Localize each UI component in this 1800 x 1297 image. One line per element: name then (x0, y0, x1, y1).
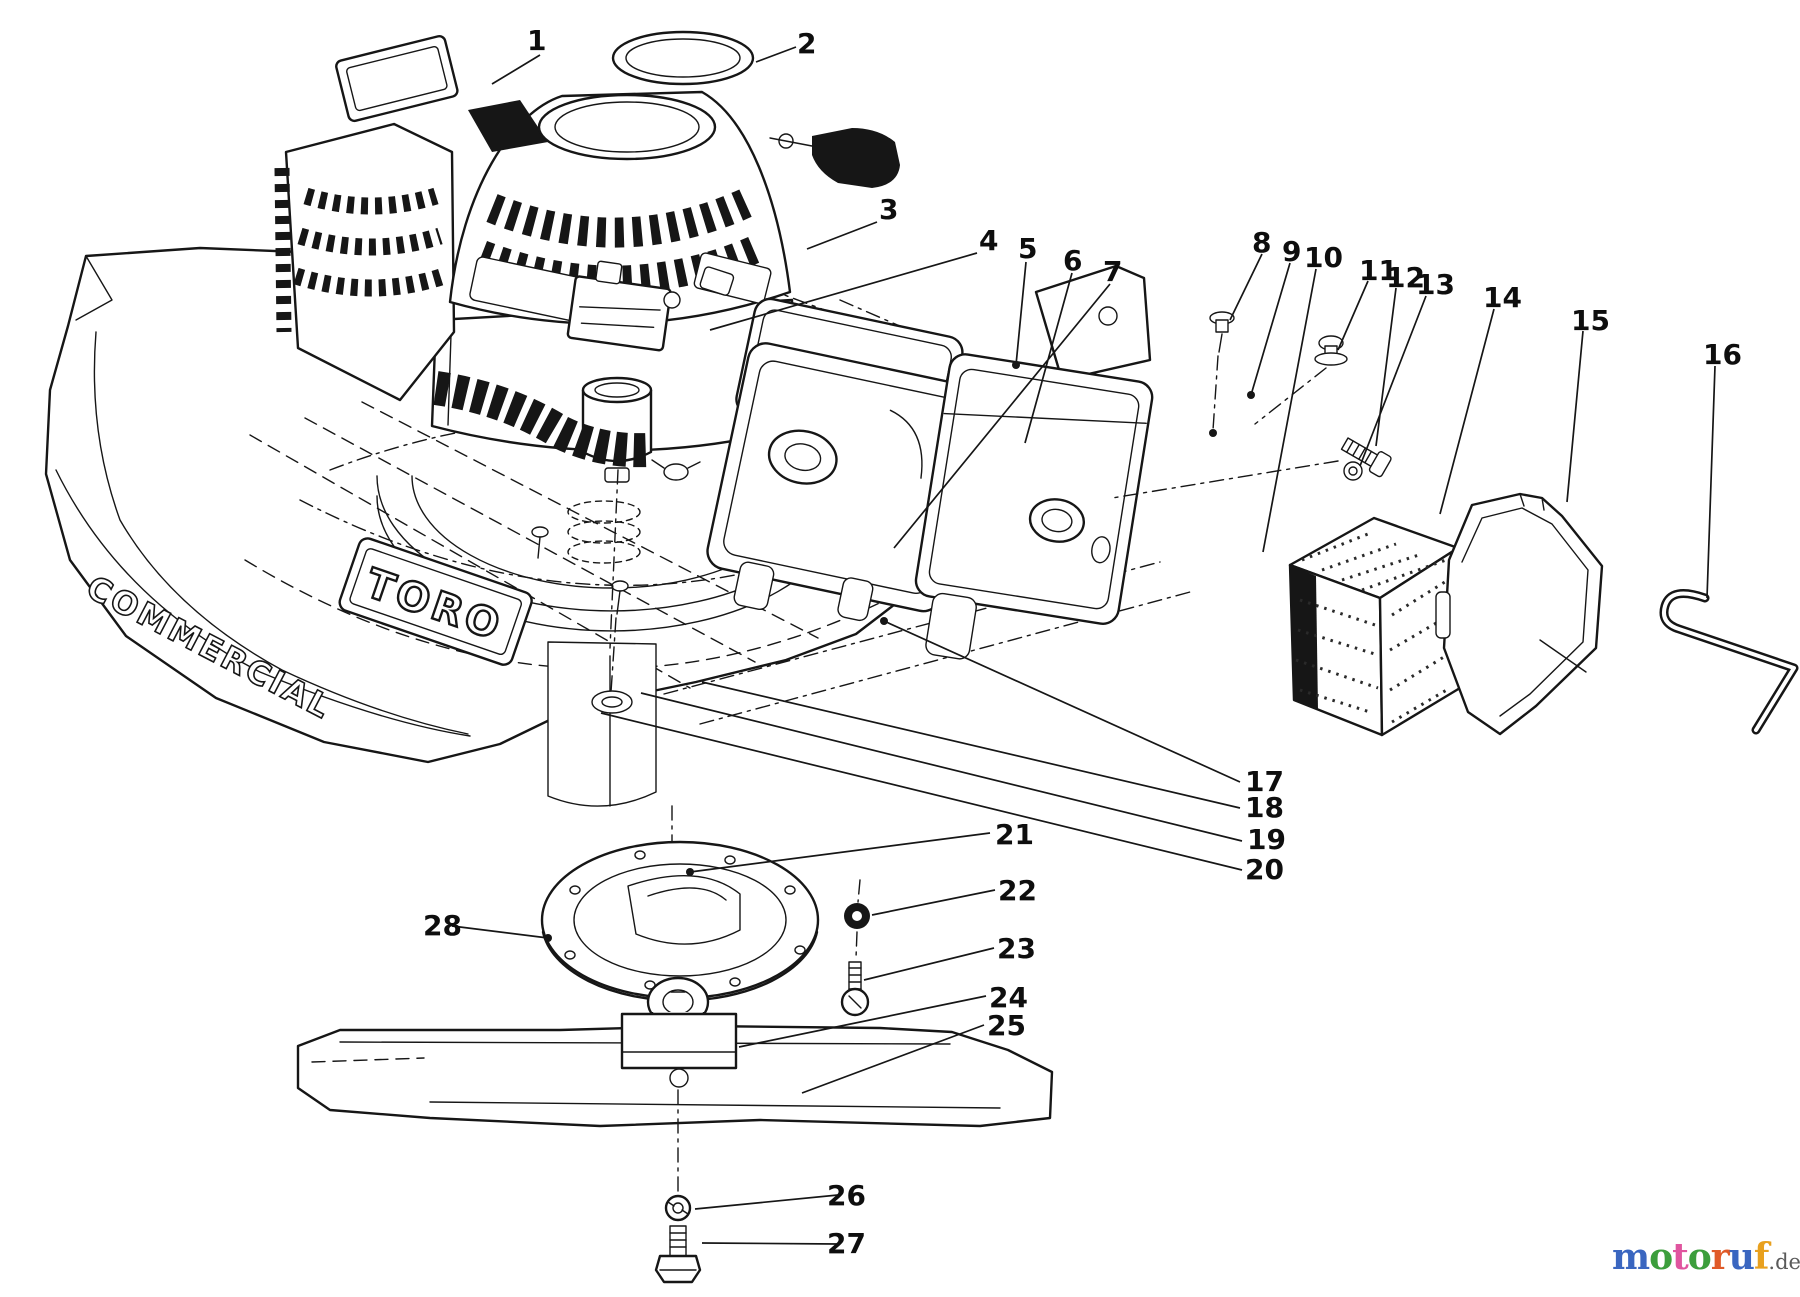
watermark-letter: t (1672, 1236, 1689, 1278)
callout-27: 27 (827, 1227, 866, 1260)
watermark-letter: r (1710, 1236, 1730, 1278)
callout-labels: 1 2 3 4 5 6 7 8 9 10 11 12 13 14 15 16 1… (423, 24, 1742, 1260)
callout-26: 26 (827, 1179, 866, 1212)
part-13-washer (1111, 460, 1363, 499)
watermark-letter: o (1687, 1236, 1712, 1278)
fuel-hose (433, 371, 649, 468)
callout-9: 9 (1282, 235, 1301, 268)
callout-17: 17 (1245, 765, 1284, 798)
air-cleaner-assembly (706, 297, 1034, 622)
callout-16: 16 (1703, 338, 1742, 371)
callout-24: 24 (989, 981, 1028, 1014)
watermark-suffix: .de (1768, 1250, 1800, 1274)
part-22-washer (844, 879, 870, 929)
part-7-base (706, 342, 983, 622)
spring-stack (567, 469, 641, 649)
watermark-logo: motoruf.de (1612, 1236, 1800, 1278)
callout-22: 22 (998, 874, 1037, 907)
callout-14: 14 (1483, 281, 1522, 314)
callout-3: 3 (879, 193, 898, 226)
part-12-bolt (1340, 437, 1392, 478)
callout-28: 28 (423, 909, 462, 942)
part-8-screw (1209, 311, 1235, 437)
watermark-letter: u (1728, 1236, 1755, 1278)
callout-8: 8 (1252, 226, 1271, 259)
callout-23: 23 (997, 932, 1036, 965)
callout-7: 7 (1103, 255, 1122, 288)
part-14-foam-filter (1288, 516, 1462, 737)
part-11-screw (1254, 335, 1348, 425)
engine (274, 30, 900, 649)
callout-6: 6 (1063, 244, 1082, 277)
callout-leader-lines (451, 46, 1716, 1245)
watermark-letter: o (1649, 1236, 1673, 1278)
callout-11: 11 (1359, 254, 1398, 287)
part-1-plate (335, 34, 459, 123)
callout-12: 12 (1386, 261, 1425, 294)
callout-21: 21 (995, 818, 1034, 851)
callout-4: 4 (979, 224, 998, 257)
part-15-cover (1435, 492, 1604, 736)
part-24-mount-plate (620, 1012, 738, 1088)
callout-5: 5 (1018, 232, 1037, 265)
callout-10: 10 (1304, 241, 1343, 274)
watermark-letter: m (1612, 1236, 1650, 1278)
callout-18: 18 (1245, 791, 1284, 824)
part-16-wire-clip (1659, 589, 1799, 735)
part-26-washer (664, 1194, 692, 1222)
part-27-bolt (654, 1225, 702, 1284)
callout-2: 2 (797, 27, 816, 60)
callout-1: 1 (527, 24, 546, 57)
callout-25: 25 (987, 1009, 1026, 1042)
blade-assembly (296, 805, 1054, 1284)
starter-handle (769, 128, 900, 188)
part-2-ring (611, 30, 755, 86)
callout-19: 19 (1247, 823, 1286, 856)
part-23-screw (840, 931, 870, 1017)
callout-15: 15 (1571, 304, 1610, 337)
callout-13: 13 (1416, 268, 1455, 301)
watermark-letter: f (1753, 1236, 1769, 1278)
callout-20: 20 (1245, 853, 1284, 886)
muffler-shield (914, 264, 1392, 660)
part-28-flange (540, 840, 820, 1002)
